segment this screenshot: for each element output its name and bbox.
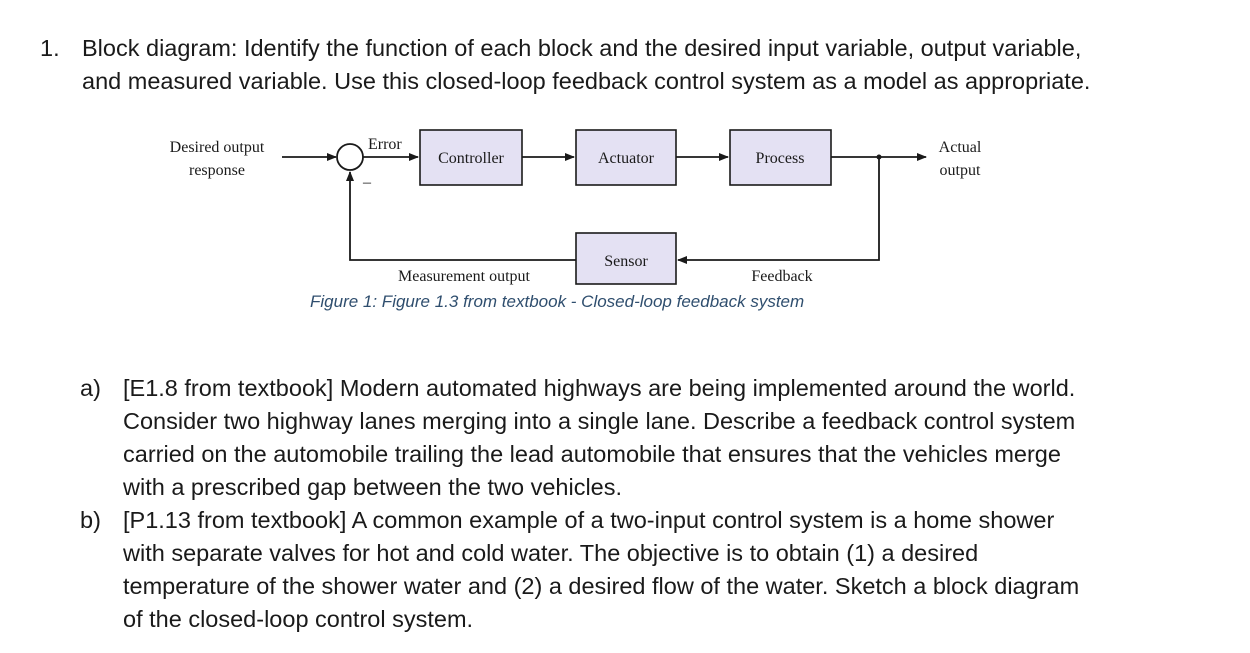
error-label: Error <box>368 136 402 153</box>
part-line: [E1.8 from textbook] Modern automated hi… <box>123 375 1076 401</box>
minus-sign: – <box>362 174 372 191</box>
sensor-label: Sensor <box>604 253 648 270</box>
controller-block <box>419 129 523 186</box>
part-b-label: b) <box>80 507 101 533</box>
actuator-block <box>575 129 677 186</box>
figure-caption: Figure 1: Figure 1.3 from textbook - Clo… <box>310 292 805 311</box>
measurement-label: Measurement output <box>398 268 531 285</box>
summing-junction <box>336 143 364 171</box>
question-line: and measured variable. Use this closed-l… <box>82 68 1091 94</box>
sensor-block <box>575 232 677 285</box>
feedback-label: Feedback <box>751 268 812 285</box>
feedback-path <box>677 157 880 264</box>
part-line: Consider two highway lanes merging into … <box>123 408 1076 434</box>
part-a-label: a) <box>80 375 101 401</box>
part-line: [P1.13 from textbook] A common example o… <box>123 507 1055 533</box>
input-label: response <box>189 162 245 179</box>
part-b-text: [P1.13 from textbook] A common example o… <box>123 504 1233 636</box>
part-line: temperature of the shower water and (2) … <box>123 573 1080 599</box>
question-text: Block diagram: Identify the function of … <box>82 32 1232 98</box>
controller-label: Controller <box>438 150 504 167</box>
input-label: Desired output <box>170 139 265 156</box>
part-a-text: [E1.8 from textbook] Modern automated hi… <box>123 372 1233 504</box>
question-number: 1. <box>40 35 60 61</box>
measurement-path <box>346 171 576 261</box>
process-block <box>729 129 832 186</box>
actuator-label: Actuator <box>598 150 655 167</box>
part-line: of the closed-loop control system. <box>123 606 474 632</box>
part-line: with separate valves for hot and cold wa… <box>123 540 979 566</box>
output-label: Actual <box>939 139 982 156</box>
output-label: output <box>940 162 981 179</box>
part-line: with a prescribed gap between the two ve… <box>123 474 623 500</box>
process-label: Process <box>756 150 805 167</box>
part-line: carried on the automobile trailing the l… <box>123 441 1061 467</box>
question-line: Block diagram: Identify the function of … <box>82 35 1082 61</box>
